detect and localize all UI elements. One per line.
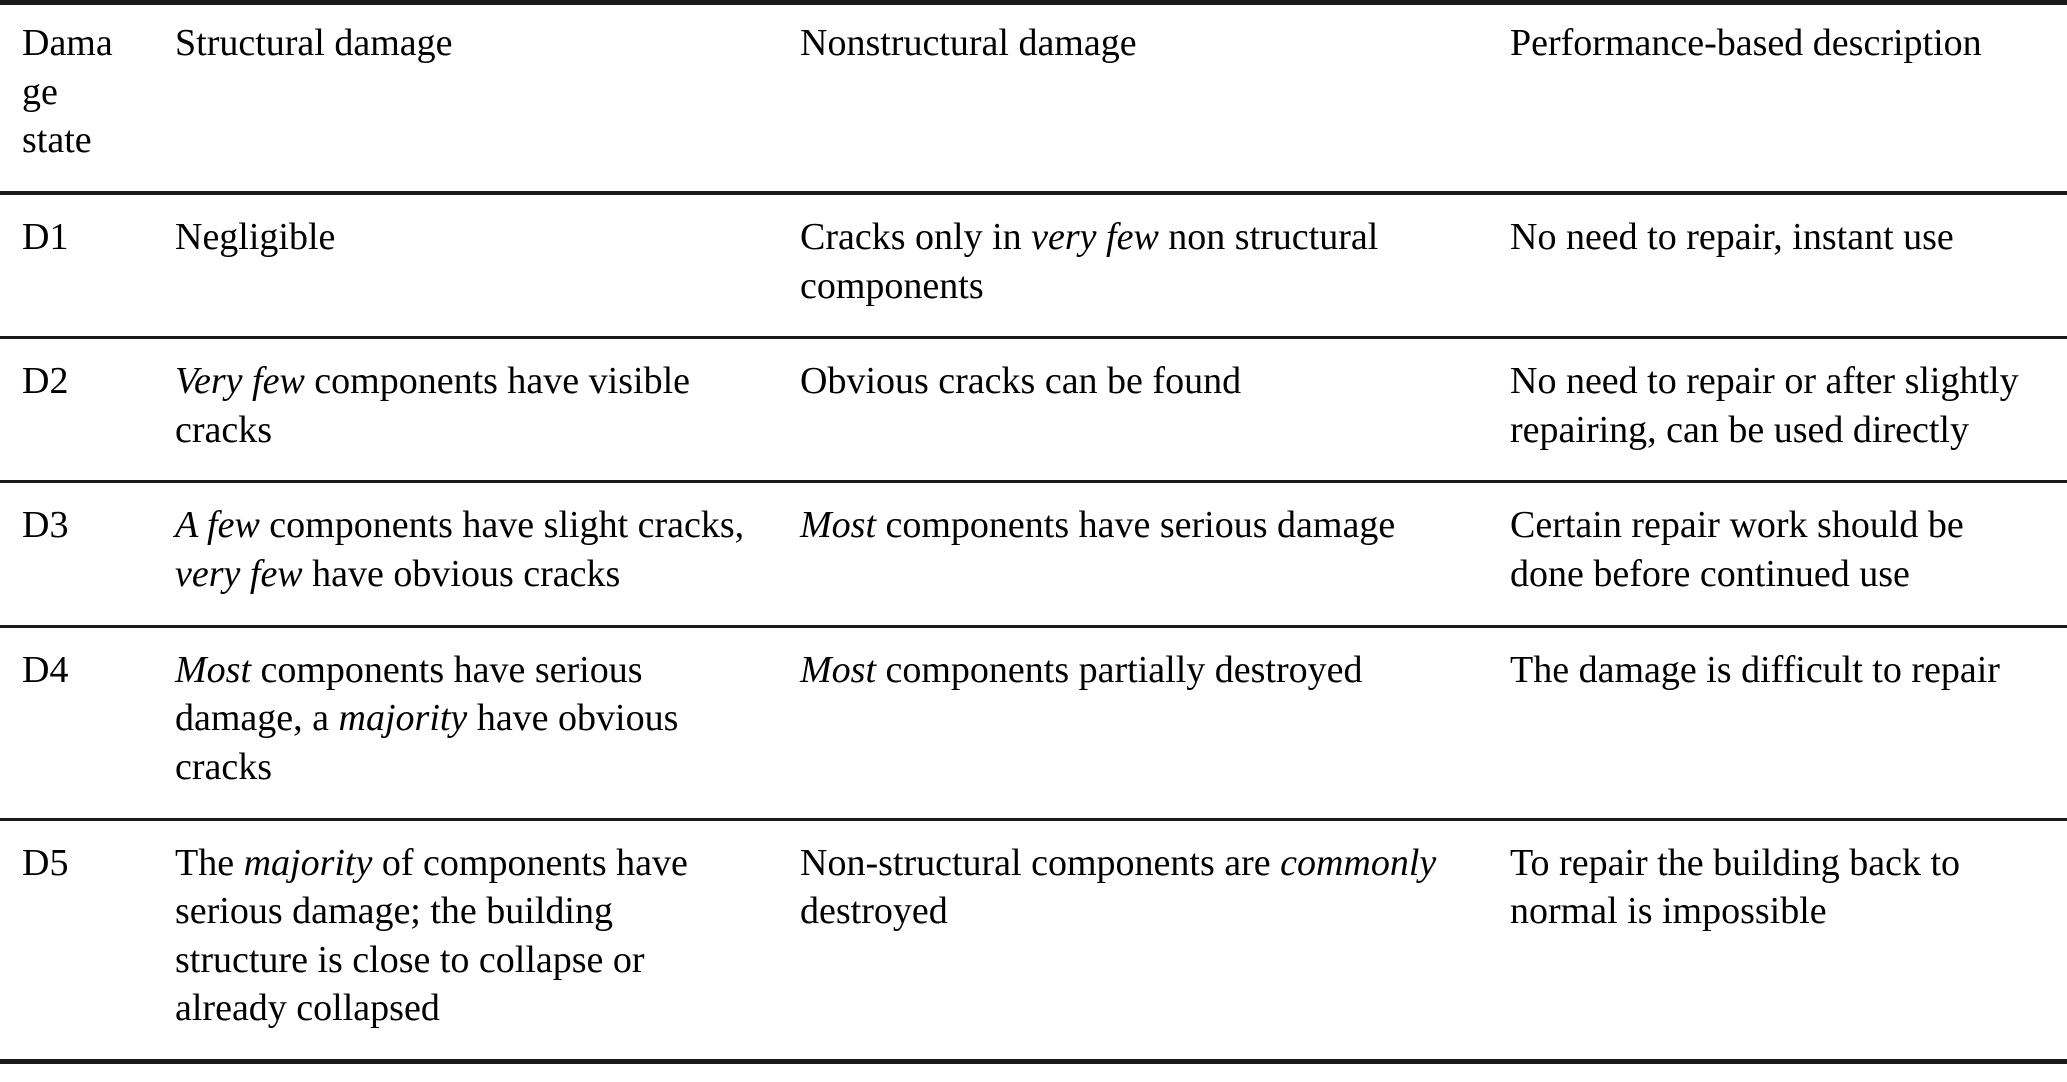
performance-description-cell: No need to repair, instant use: [1488, 193, 2067, 338]
nonstructural-damage-text: Obvious cracks can be found: [800, 360, 1242, 403]
structural-damage-text: Very few components have visible cracks: [175, 360, 690, 451]
nonstructural-damage-cell: Obvious cracks can be found: [778, 338, 1488, 482]
performance-description-text: No need to repair, instant use: [1510, 215, 1954, 258]
nonstructural-damage-cell: Cracks only in very few non structural c…: [778, 193, 1488, 338]
column-header-nonstructural-damage: Nonstructural damage: [800, 22, 1137, 64]
table-body: D1 Negligible Cracks only in very few no…: [0, 193, 2067, 1062]
performance-description-cell: The damage is difficult to repair: [1488, 626, 2067, 819]
performance-description-text: Certain repair work should be done befor…: [1510, 504, 1964, 595]
damage-state-cell: D4: [22, 648, 69, 691]
structural-damage-cell: The majority of components have serious …: [153, 819, 778, 1062]
damage-state-cell: D5: [22, 841, 69, 884]
header-row: Damage state Structural damage Nonstruct…: [0, 3, 2067, 193]
nonstructural-damage-text: Most components partially destroyed: [800, 648, 1363, 691]
structural-damage-cell: Most components have serious damage, a m…: [153, 626, 778, 819]
structural-damage-cell: Very few components have visible cracks: [153, 338, 778, 482]
performance-description-cell: Certain repair work should be done befor…: [1488, 482, 2067, 626]
structural-damage-text: Most components have serious damage, a m…: [175, 648, 679, 788]
nonstructural-damage-cell: Most components have serious damage: [778, 482, 1488, 626]
structural-damage-cell: A few components have slight cracks, ver…: [153, 482, 778, 626]
column-header-structural-damage: Structural damage: [175, 22, 453, 64]
nonstructural-damage-text: Non-structural components are commonly d…: [800, 841, 1437, 933]
structural-damage-text: Negligible: [175, 215, 336, 258]
performance-description-text: To repair the building back to normal is…: [1510, 841, 1961, 933]
table-header: Damage state Structural damage Nonstruct…: [0, 2, 2067, 193]
damage-state-cell: D1: [22, 215, 69, 258]
performance-description-cell: No need to repair or after slightly repa…: [1488, 338, 2067, 482]
structural-damage-cell: Negligible: [153, 193, 778, 338]
column-header-performance-based-description: Performance-based description: [1510, 22, 1982, 64]
nonstructural-damage-cell: Most components partially destroyed: [778, 626, 1488, 819]
nonstructural-damage-text: Cracks only in very few non structural c…: [800, 215, 1379, 307]
nonstructural-damage-text: Most components have serious damage: [800, 504, 1396, 547]
table-row: D3 A few components have slight cracks, …: [0, 482, 2067, 627]
table-row: D2 Very few components have visible crac…: [0, 338, 2067, 482]
structural-damage-text: A few components have slight cracks, ver…: [175, 504, 745, 595]
column-header-damage-state: Damage state: [22, 22, 113, 162]
table-row: D5 The majority of components have serio…: [0, 819, 2067, 1062]
performance-description-cell: To repair the building back to normal is…: [1488, 819, 2067, 1062]
performance-description-text: No need to repair or after slightly repa…: [1510, 360, 2019, 451]
performance-description-text: The damage is difficult to repair: [1510, 648, 2000, 691]
table-row: D1 Negligible Cracks only in very few no…: [0, 193, 2067, 338]
nonstructural-damage-cell: Non-structural components are commonly d…: [778, 819, 1488, 1062]
damage-state-cell: D2: [22, 360, 69, 403]
structural-damage-text: The majority of components have serious …: [175, 841, 688, 1030]
damage-state-cell: D3: [22, 504, 69, 547]
table-row: D4 Most components have serious damage, …: [0, 626, 2067, 819]
